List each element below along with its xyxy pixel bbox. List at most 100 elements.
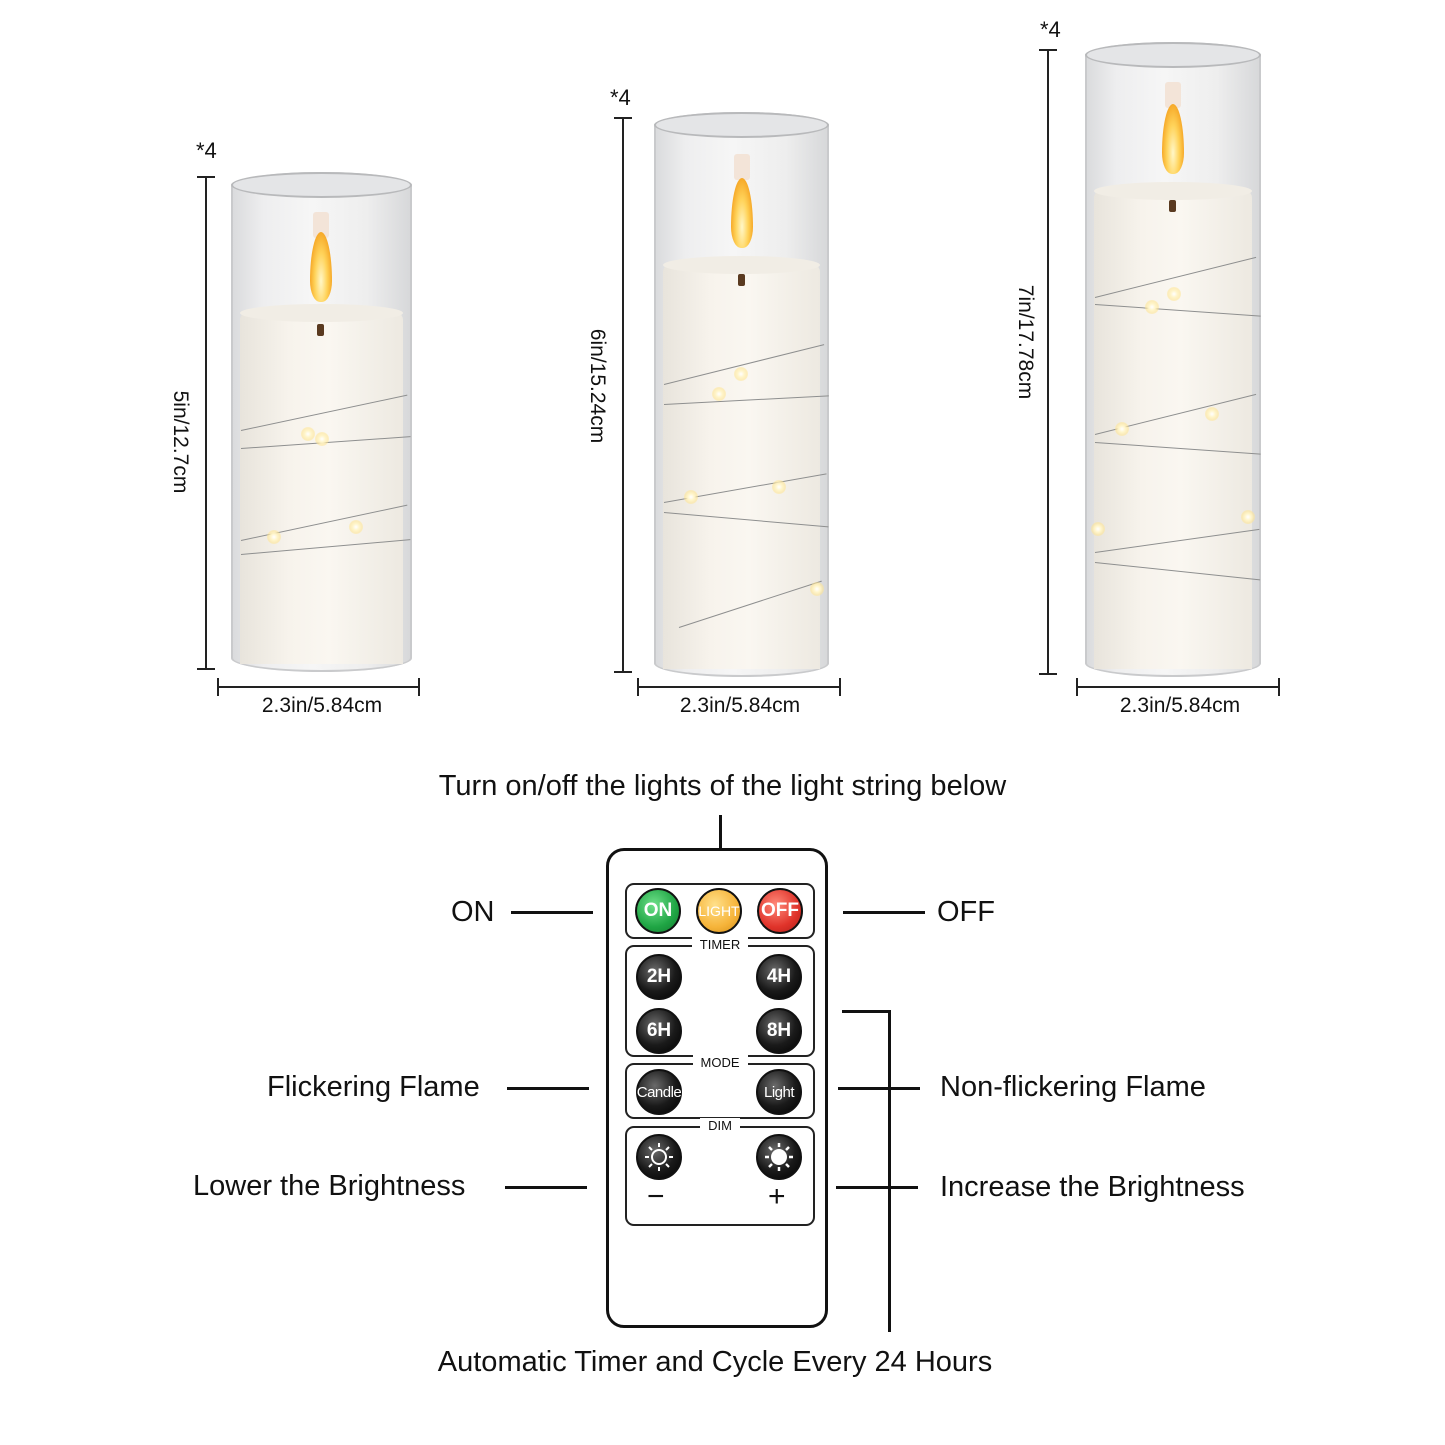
candle3-led	[1167, 287, 1181, 301]
candle3-quantity: *4	[1040, 17, 1061, 42]
timer-8h-button[interactable]: 8H	[756, 1008, 802, 1054]
candle1-height-label: 5in/12.7cm	[169, 390, 192, 494]
plus-sign: +	[768, 1180, 786, 1213]
light-button[interactable]: LIGHT	[696, 888, 742, 934]
timer-bracket-top	[842, 1010, 890, 1013]
remote-control: ON LIGHT OFF TIMER 2H 4H 6H 8H MODE Cand…	[606, 848, 828, 1328]
label-flickering-flame: Flickering Flame	[267, 1071, 480, 1103]
minus-sign: −	[647, 1180, 665, 1213]
label-off: OFF	[937, 896, 995, 928]
candle2-led	[712, 387, 726, 401]
candle3-height-tick-bottom	[1039, 673, 1057, 675]
candle1-height-tick-bottom	[197, 668, 215, 670]
candle2-wick	[738, 274, 745, 286]
candle2-width-label: 2.3in/5.84cm	[679, 694, 801, 717]
power-button-group: ON LIGHT OFF	[625, 883, 815, 939]
dim-down-button[interactable]	[636, 1134, 682, 1180]
leader-flickering-flame	[507, 1087, 589, 1090]
candle2-led	[810, 582, 824, 596]
candle3-width-tick-right	[1278, 678, 1280, 696]
candle2-glass-rim	[654, 112, 829, 138]
mode-group-label: MODE	[627, 1055, 813, 1070]
timer-group-label-text: TIMER	[691, 937, 749, 952]
timer-button-group: TIMER 2H 4H 6H 8H	[625, 937, 815, 1057]
candle1-width-tick-right	[418, 678, 420, 696]
dim-group-label-text: DIM	[700, 1118, 740, 1133]
label-lower-brightness: Lower the Brightness	[193, 1170, 466, 1202]
candle1-width-tick-left	[217, 678, 219, 696]
on-button[interactable]: ON	[635, 888, 681, 934]
sun-outline-icon	[645, 1143, 673, 1171]
candle2-illustration	[654, 112, 829, 677]
leader-on	[511, 911, 593, 914]
leader-non-flickering-flame	[838, 1087, 920, 1090]
timer-bracket-vertical	[888, 1010, 891, 1332]
candle2-width-dimension-line	[638, 686, 841, 688]
candle1-illustration	[231, 172, 412, 672]
candle3-width-tick-left	[1076, 678, 1078, 696]
candle1-quantity: *4	[196, 138, 217, 163]
candle3-height-dimension-line	[1047, 50, 1049, 675]
timer-4h-button[interactable]: 4H	[756, 954, 802, 1000]
candle1-glass-rim	[231, 172, 412, 198]
candle2-led	[772, 480, 786, 494]
candle2-quantity: *4	[610, 85, 631, 110]
sun-filled-icon	[765, 1143, 793, 1171]
mode-group-label-text: MODE	[692, 1055, 748, 1070]
candle3-flame	[1162, 104, 1184, 174]
leader-increase-brightness	[836, 1186, 918, 1189]
off-button[interactable]: OFF	[757, 888, 803, 934]
label-on: ON	[451, 896, 495, 928]
bottom-caption: Automatic Timer and Cycle Every 24 Hours	[437, 1346, 993, 1378]
candle2-wax	[663, 256, 820, 669]
candle3-height-tick-top	[1039, 49, 1057, 51]
candle2-height-tick-bottom	[614, 671, 632, 673]
candle2-width-tick-right	[839, 678, 841, 696]
candle2-flame	[731, 178, 753, 248]
candle1-width-label: 2.3in/5.84cm	[261, 694, 383, 717]
timer-6h-button[interactable]: 6H	[636, 1008, 682, 1054]
candle1-led	[301, 427, 315, 441]
timer-group-label: TIMER	[627, 937, 813, 952]
label-non-flickering-flame: Non-flickering Flame	[940, 1071, 1206, 1103]
candle3-led	[1145, 300, 1159, 314]
candle3-illustration	[1085, 42, 1261, 677]
candle3-led	[1091, 522, 1105, 536]
candle2-height-dimension-line	[622, 118, 624, 673]
candle3-led	[1205, 407, 1219, 421]
timer-2h-button[interactable]: 2H	[636, 954, 682, 1000]
label-increase-brightness: Increase the Brightness	[940, 1171, 1245, 1203]
candle2-led	[684, 490, 698, 504]
candle1-led	[349, 520, 363, 534]
candle3-flame-holder	[1165, 82, 1181, 108]
candle1-width-dimension-line	[218, 686, 420, 688]
top-caption-leader	[719, 815, 722, 849]
light-mode-button[interactable]: Light	[756, 1069, 802, 1115]
candle2-height-label: 6in/15.24cm	[586, 328, 609, 444]
candle1-wax	[240, 304, 403, 664]
dim-up-button[interactable]	[756, 1134, 802, 1180]
candle3-width-dimension-line	[1077, 686, 1280, 688]
candle1-flame-holder	[313, 212, 329, 238]
candle1-height-tick-top	[197, 176, 215, 178]
candle3-wick	[1169, 200, 1176, 212]
dim-button-group: DIM −	[625, 1118, 815, 1226]
dim-group-label: DIM	[627, 1118, 813, 1133]
candle2-led	[734, 367, 748, 381]
candle2-flame-holder	[734, 154, 750, 180]
candle2-height-tick-top	[614, 117, 632, 119]
candle-mode-button[interactable]: Candle	[636, 1069, 682, 1115]
candle3-width-label: 2.3in/5.84cm	[1119, 694, 1241, 717]
leader-off	[843, 911, 925, 914]
top-caption: Turn on/off the lights of the light stri…	[438, 770, 1007, 802]
candle3-glass-rim	[1085, 42, 1261, 68]
candle2-width-tick-left	[637, 678, 639, 696]
leader-lower-brightness	[505, 1186, 587, 1189]
candle3-led	[1115, 422, 1129, 436]
candle3-height-label: 7in/17.78cm	[1014, 284, 1037, 400]
candle3-led	[1241, 510, 1255, 524]
candle1-led	[267, 530, 281, 544]
candle1-wick	[317, 324, 324, 336]
mode-button-group: MODE Candle Light	[625, 1055, 815, 1119]
candle1-flame	[310, 232, 332, 302]
